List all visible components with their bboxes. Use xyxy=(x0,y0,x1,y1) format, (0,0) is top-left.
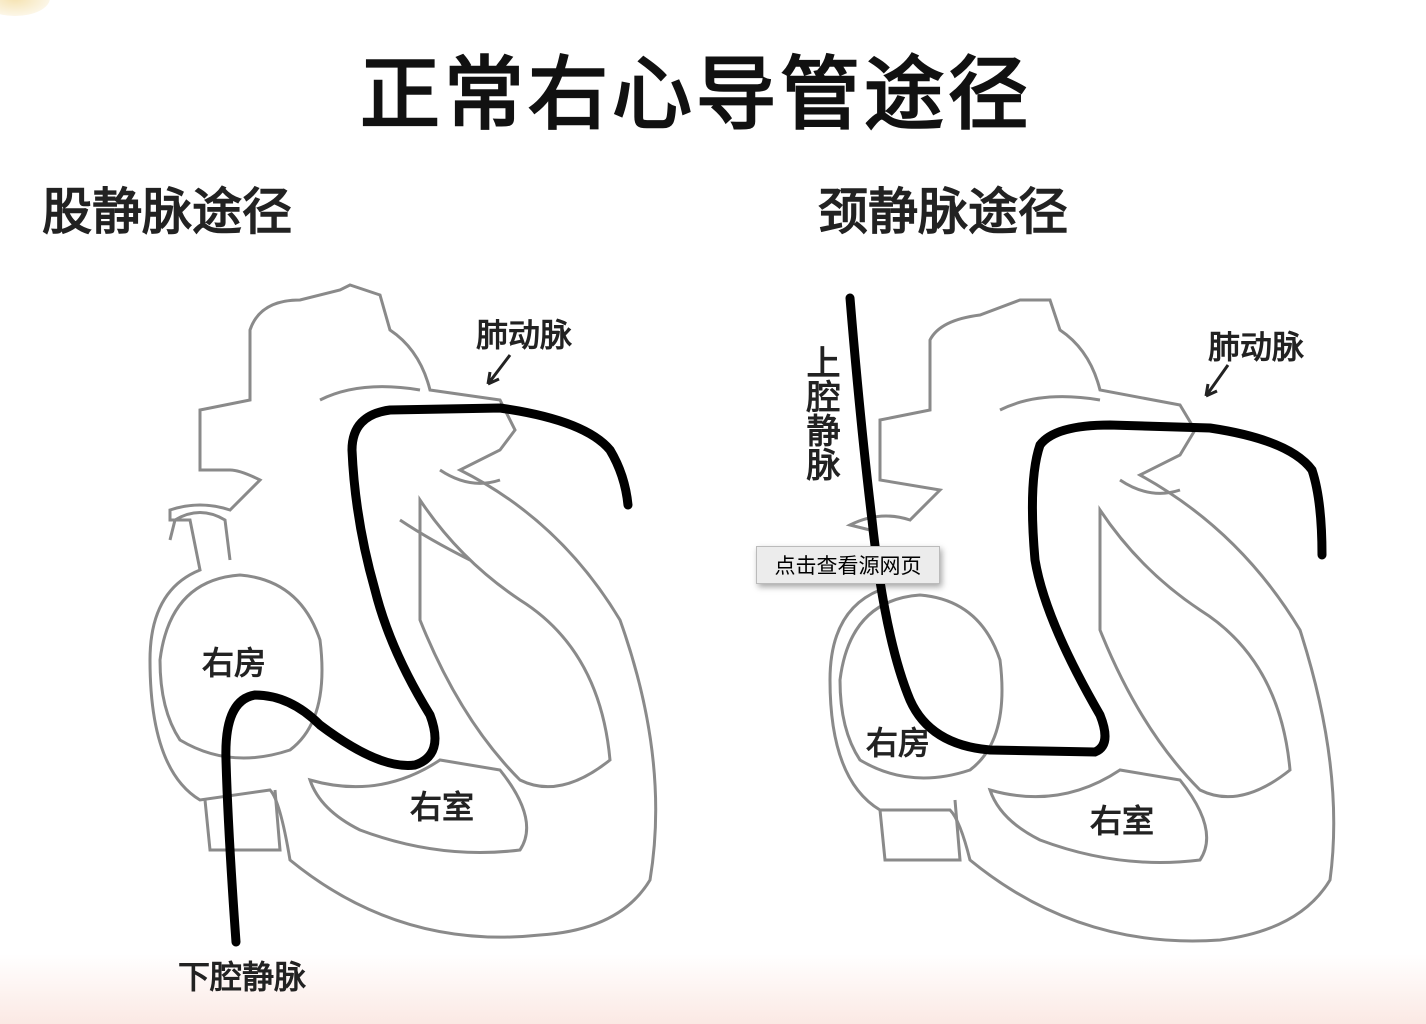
right-label-pulmonary-artery: 肺动脉 xyxy=(1208,328,1305,366)
right-label-right-ventricle: 右室 xyxy=(1090,802,1155,840)
left-catheter xyxy=(221,403,633,947)
bottom-fade xyxy=(0,954,1426,1024)
left-heading: 股静脉途径 xyxy=(42,182,292,241)
arrows xyxy=(486,354,1230,398)
right-heading: 颈静脉途径 xyxy=(818,182,1068,241)
page-title: 正常右心导管途径 xyxy=(360,47,1032,141)
left-heart-outline xyxy=(148,283,658,939)
left-label-right-atrium: 右房 xyxy=(202,644,267,682)
left-arrow-icon xyxy=(486,354,512,386)
left-label-pulmonary-artery: 肺动脉 xyxy=(476,316,573,354)
right-label-right-atrium: 右房 xyxy=(866,724,931,762)
left-label-right-ventricle: 右室 xyxy=(410,788,475,826)
view-source-tooltip[interactable]: 点击查看源网页 xyxy=(756,546,940,584)
right-heart-outline xyxy=(828,298,1336,943)
right-label-svc: 上腔静脉 xyxy=(800,345,840,481)
right-arrow-icon xyxy=(1204,364,1230,398)
left-label-ivc: 下腔静脉 xyxy=(178,958,307,996)
